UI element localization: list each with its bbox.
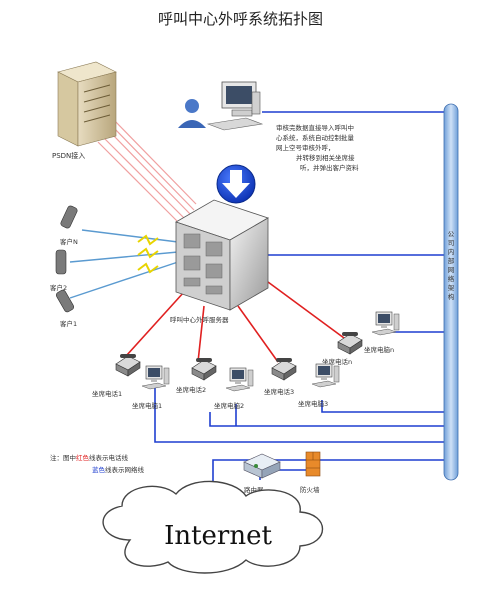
svg-text:网上空号审核外呼，: 网上空号审核外呼， xyxy=(276,143,335,152)
legend-blue-rest: 线表示网络线 xyxy=(105,465,145,474)
down-arrow-icon xyxy=(216,164,256,204)
agent-computer-label: 坐席电脑1 xyxy=(132,401,162,410)
svg-text:蓝色线表示网络线: 蓝色线表示网络线 xyxy=(92,465,145,474)
network-label-char: 公 xyxy=(448,230,455,238)
agent-computers: 坐席电脑1 坐席电脑2 坐席电脑3 坐席电脑n xyxy=(132,311,400,410)
psdn-link-lines xyxy=(97,117,197,229)
call-center-server-icon xyxy=(175,199,269,311)
router-label: 路由器 xyxy=(244,485,264,494)
agent-computer-icon xyxy=(141,365,170,390)
svg-text:注：图中红色线表示电话线: 注：图中红色线表示电话线 xyxy=(50,453,129,462)
admin-computer-icon xyxy=(206,81,264,131)
client-2-label: 客户2 xyxy=(50,283,67,292)
legend-red-rest: 线表示电话线 xyxy=(89,453,129,462)
legend-red-word: 红色 xyxy=(76,453,90,462)
svg-text:听，并弹出客户资料: 听，并弹出客户资料 xyxy=(300,163,359,172)
server-label: 呼叫中心外呼服务器 xyxy=(170,315,229,324)
agent-phone-icon xyxy=(337,332,363,355)
network-label-char: 构 xyxy=(448,292,455,301)
internal-network-backbone xyxy=(443,103,459,481)
router-icon xyxy=(243,453,281,479)
legend: 注：图中红色线表示电话线 蓝色线表示网络线 xyxy=(50,453,145,474)
phone-lines xyxy=(125,281,345,363)
network-label-char: 网 xyxy=(448,266,455,274)
agent-computer-label: 坐席电脑3 xyxy=(298,399,328,408)
psdn-label: PSDN接入 xyxy=(52,151,85,160)
legend-blue-word: 蓝色 xyxy=(92,465,106,474)
agent-phone-label: 坐席电话3 xyxy=(264,387,294,396)
agent-computer-icon xyxy=(225,367,254,392)
agent-computer-label: 坐席电脑n xyxy=(364,345,394,354)
admin-user-icon xyxy=(178,99,206,128)
client-lines xyxy=(69,229,179,299)
agent-computer-icon xyxy=(311,363,340,388)
internet-label: Internet xyxy=(164,521,272,551)
agent-phones: 坐席电话1 坐席电话2 坐席电话3 坐席电话n xyxy=(92,332,363,398)
agent-phone-icon xyxy=(115,354,141,377)
legend-prefix: 注：图中 xyxy=(50,453,76,462)
firewall-icon xyxy=(305,451,321,477)
agent-computer-icon xyxy=(371,311,400,336)
svg-text:心系统，系统自动控制批量: 心系统，系统自动控制批量 xyxy=(276,133,355,142)
network-label-char: 络 xyxy=(448,274,455,283)
svg-text:审核完数据直接导入呼叫中: 审核完数据直接导入呼叫中 xyxy=(276,123,354,132)
import-note: 审核完数据直接导入呼叫中 心系统，系统自动控制批量 网上空号审核外呼， 并转移到… xyxy=(276,123,359,172)
network-label-char: 部 xyxy=(448,256,455,265)
agent-phone-icon xyxy=(271,358,297,381)
agent-phone-label: 坐席电话1 xyxy=(92,389,122,398)
svg-text:并转移到相关坐席接: 并转移到相关坐席接 xyxy=(296,153,355,162)
internet-cloud-icon xyxy=(102,480,324,574)
network-label-char: 内 xyxy=(448,247,455,256)
network-label-char: 架 xyxy=(448,284,455,292)
psdn-cabinet-icon xyxy=(57,61,117,147)
firewall-label: 防火墙 xyxy=(300,485,320,494)
network-label-char: 司 xyxy=(448,239,455,247)
client-n-label: 客户N xyxy=(60,237,78,246)
agent-phone-label: 坐席电话2 xyxy=(176,385,206,394)
agent-computer-label: 坐席电脑2 xyxy=(214,401,244,410)
client-1-label: 客户1 xyxy=(60,319,77,328)
diagram-title: 呼叫中心外呼系统拓扑图 xyxy=(157,10,323,28)
agent-phone-icon xyxy=(191,358,217,381)
agent-phone-label: 坐席电话n xyxy=(322,357,352,366)
client-phone-icon xyxy=(55,205,78,313)
